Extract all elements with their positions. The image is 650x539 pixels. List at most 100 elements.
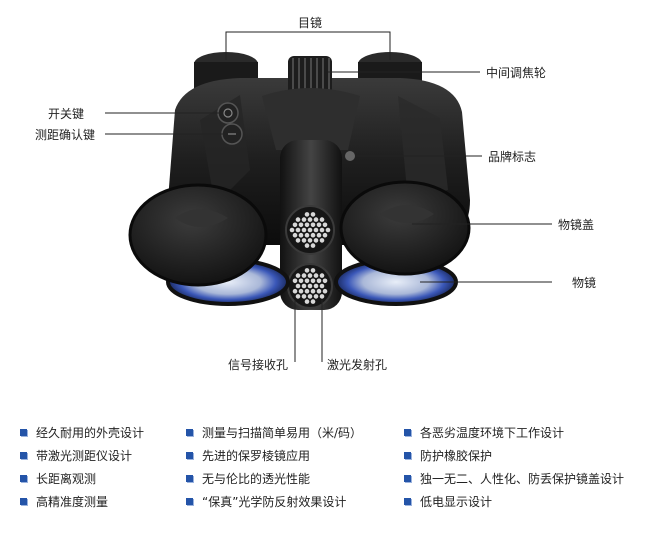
honeycomb-cell [313,273,319,278]
honeycomb-cell [301,217,307,222]
callout-lines [105,31,552,362]
honeycomb-cell [307,273,313,278]
bullet-icon [404,429,411,436]
bullet-icon [20,452,27,459]
honeycomb-cell [295,227,301,233]
honeycomb-cell [325,227,331,233]
honeycomb-cell [319,294,325,299]
honeycomb-cell [304,278,310,284]
bullet-icon [186,475,193,482]
honeycomb-cell [298,288,304,294]
honeycomb-cell [316,278,322,284]
honeycomb-cell [295,283,301,289]
honeycomb-cell [319,227,325,233]
honeycomb-cell [298,222,304,228]
brand-logo-label: 品牌标志 [488,150,537,164]
lens-cap-right [339,180,471,276]
honeycomb-cell [316,288,322,294]
honeycomb-cell [307,238,313,243]
honeycomb-cell [295,294,301,299]
bullet-icon [186,429,193,436]
honeycomb-cell [301,238,307,243]
honeycomb-cell [304,222,310,228]
bullet-icon [20,475,27,482]
bullet-icon [404,475,411,482]
honeycomb-cell [307,283,313,289]
honeycomb-cell [292,278,298,284]
range-confirm-key-label: 测距确认键 [35,128,96,142]
honeycomb-cell [304,243,310,248]
honeycomb-cell [298,232,304,238]
honeycomb-cell [319,273,325,278]
laser-emitter-hole-label: 激光发射孔 [327,358,388,372]
bullet-icon [186,498,193,505]
focus-wheel [288,56,332,96]
objective-lens-label: 物镜 [572,276,597,290]
honeycomb-cell [322,278,328,284]
honeycomb-cell [313,227,319,233]
honeycomb-cell [310,212,316,217]
honeycomb-cell [304,299,310,304]
feature-item: 经久耐用的外壳设计 [20,424,144,441]
honeycomb-cell [292,288,298,294]
honeycomb-cell [310,243,316,248]
honeycomb-cell [298,278,304,284]
honeycomb-cell [295,273,301,278]
feature-item: 先进的保罗棱镜应用 [186,447,310,464]
honeycomb-cell [310,232,316,238]
feature-item: 防护橡胶保护 [404,447,492,464]
honeycomb-cell [313,294,319,299]
focus-wheel-label: 中间调焦轮 [486,66,547,80]
honeycomb-cell [316,222,322,228]
feature-item: 低电显示设计 [404,493,492,510]
honeycomb-cell [319,283,325,289]
honeycomb-cell [310,299,316,304]
honeycomb-cell [295,217,301,222]
feature-item: 无与伦比的透光性能 [186,470,310,487]
honeycomb-cell [307,217,313,222]
honeycomb-cell [292,222,298,228]
honeycomb-cell [322,232,328,238]
feature-item: 长距离观测 [20,470,96,487]
honeycomb-cell [301,273,307,278]
feature-item: 高精准度测量 [20,493,108,510]
honeycomb-cell [316,232,322,238]
eyepiece-label: 目镜 [298,16,323,30]
lens-cap-left [128,183,268,287]
power-key-icon [217,102,239,124]
feature-item: 各恶劣温度环境下工作设计 [404,424,564,441]
bullet-icon [404,452,411,459]
bullet-icon [404,498,411,505]
honeycomb-cell [310,268,316,273]
feature-item: 独一无二、人性化、防丢保护镜盖设计 [404,470,624,487]
honeycomb-cell [304,288,310,294]
range-confirm-key-icon [221,123,243,145]
honeycomb-cell [313,217,319,222]
eyepiece-leader [225,31,391,60]
bullet-icon [186,452,193,459]
power-key-label: 开关键 [48,107,85,121]
honeycomb-cell [310,278,316,284]
brand-logo-icon [345,151,355,161]
feature-item: 测量与扫描简单易用（米/码） [186,424,362,441]
honeycomb-cell [307,294,313,299]
honeycomb-cell [313,238,319,243]
honeycomb-cell [292,232,298,238]
honeycomb-cell [307,227,313,233]
honeycomb-cell [310,222,316,228]
honeycomb-cell [289,227,295,233]
honeycomb-cell [310,288,316,294]
honeycomb-cell [301,283,307,289]
bullet-icon [20,498,27,505]
lens-cap-label: 物镜盖 [558,218,595,232]
honeycomb-cell [319,238,325,243]
honeycomb-cell [322,222,328,228]
honeycomb-cell [304,212,310,217]
feature-list: 经久耐用的外壳设计 带激光测距仪设计 长距离观测 高精准度测量 测量与扫描简单易… [0,418,650,528]
bullet-icon [20,429,27,436]
honeycomb-grid [289,212,331,304]
honeycomb-cell [295,238,301,243]
honeycomb-cell [313,283,319,289]
honeycomb-cell [301,227,307,233]
receiver-hole-label: 信号接收孔 [228,358,289,372]
